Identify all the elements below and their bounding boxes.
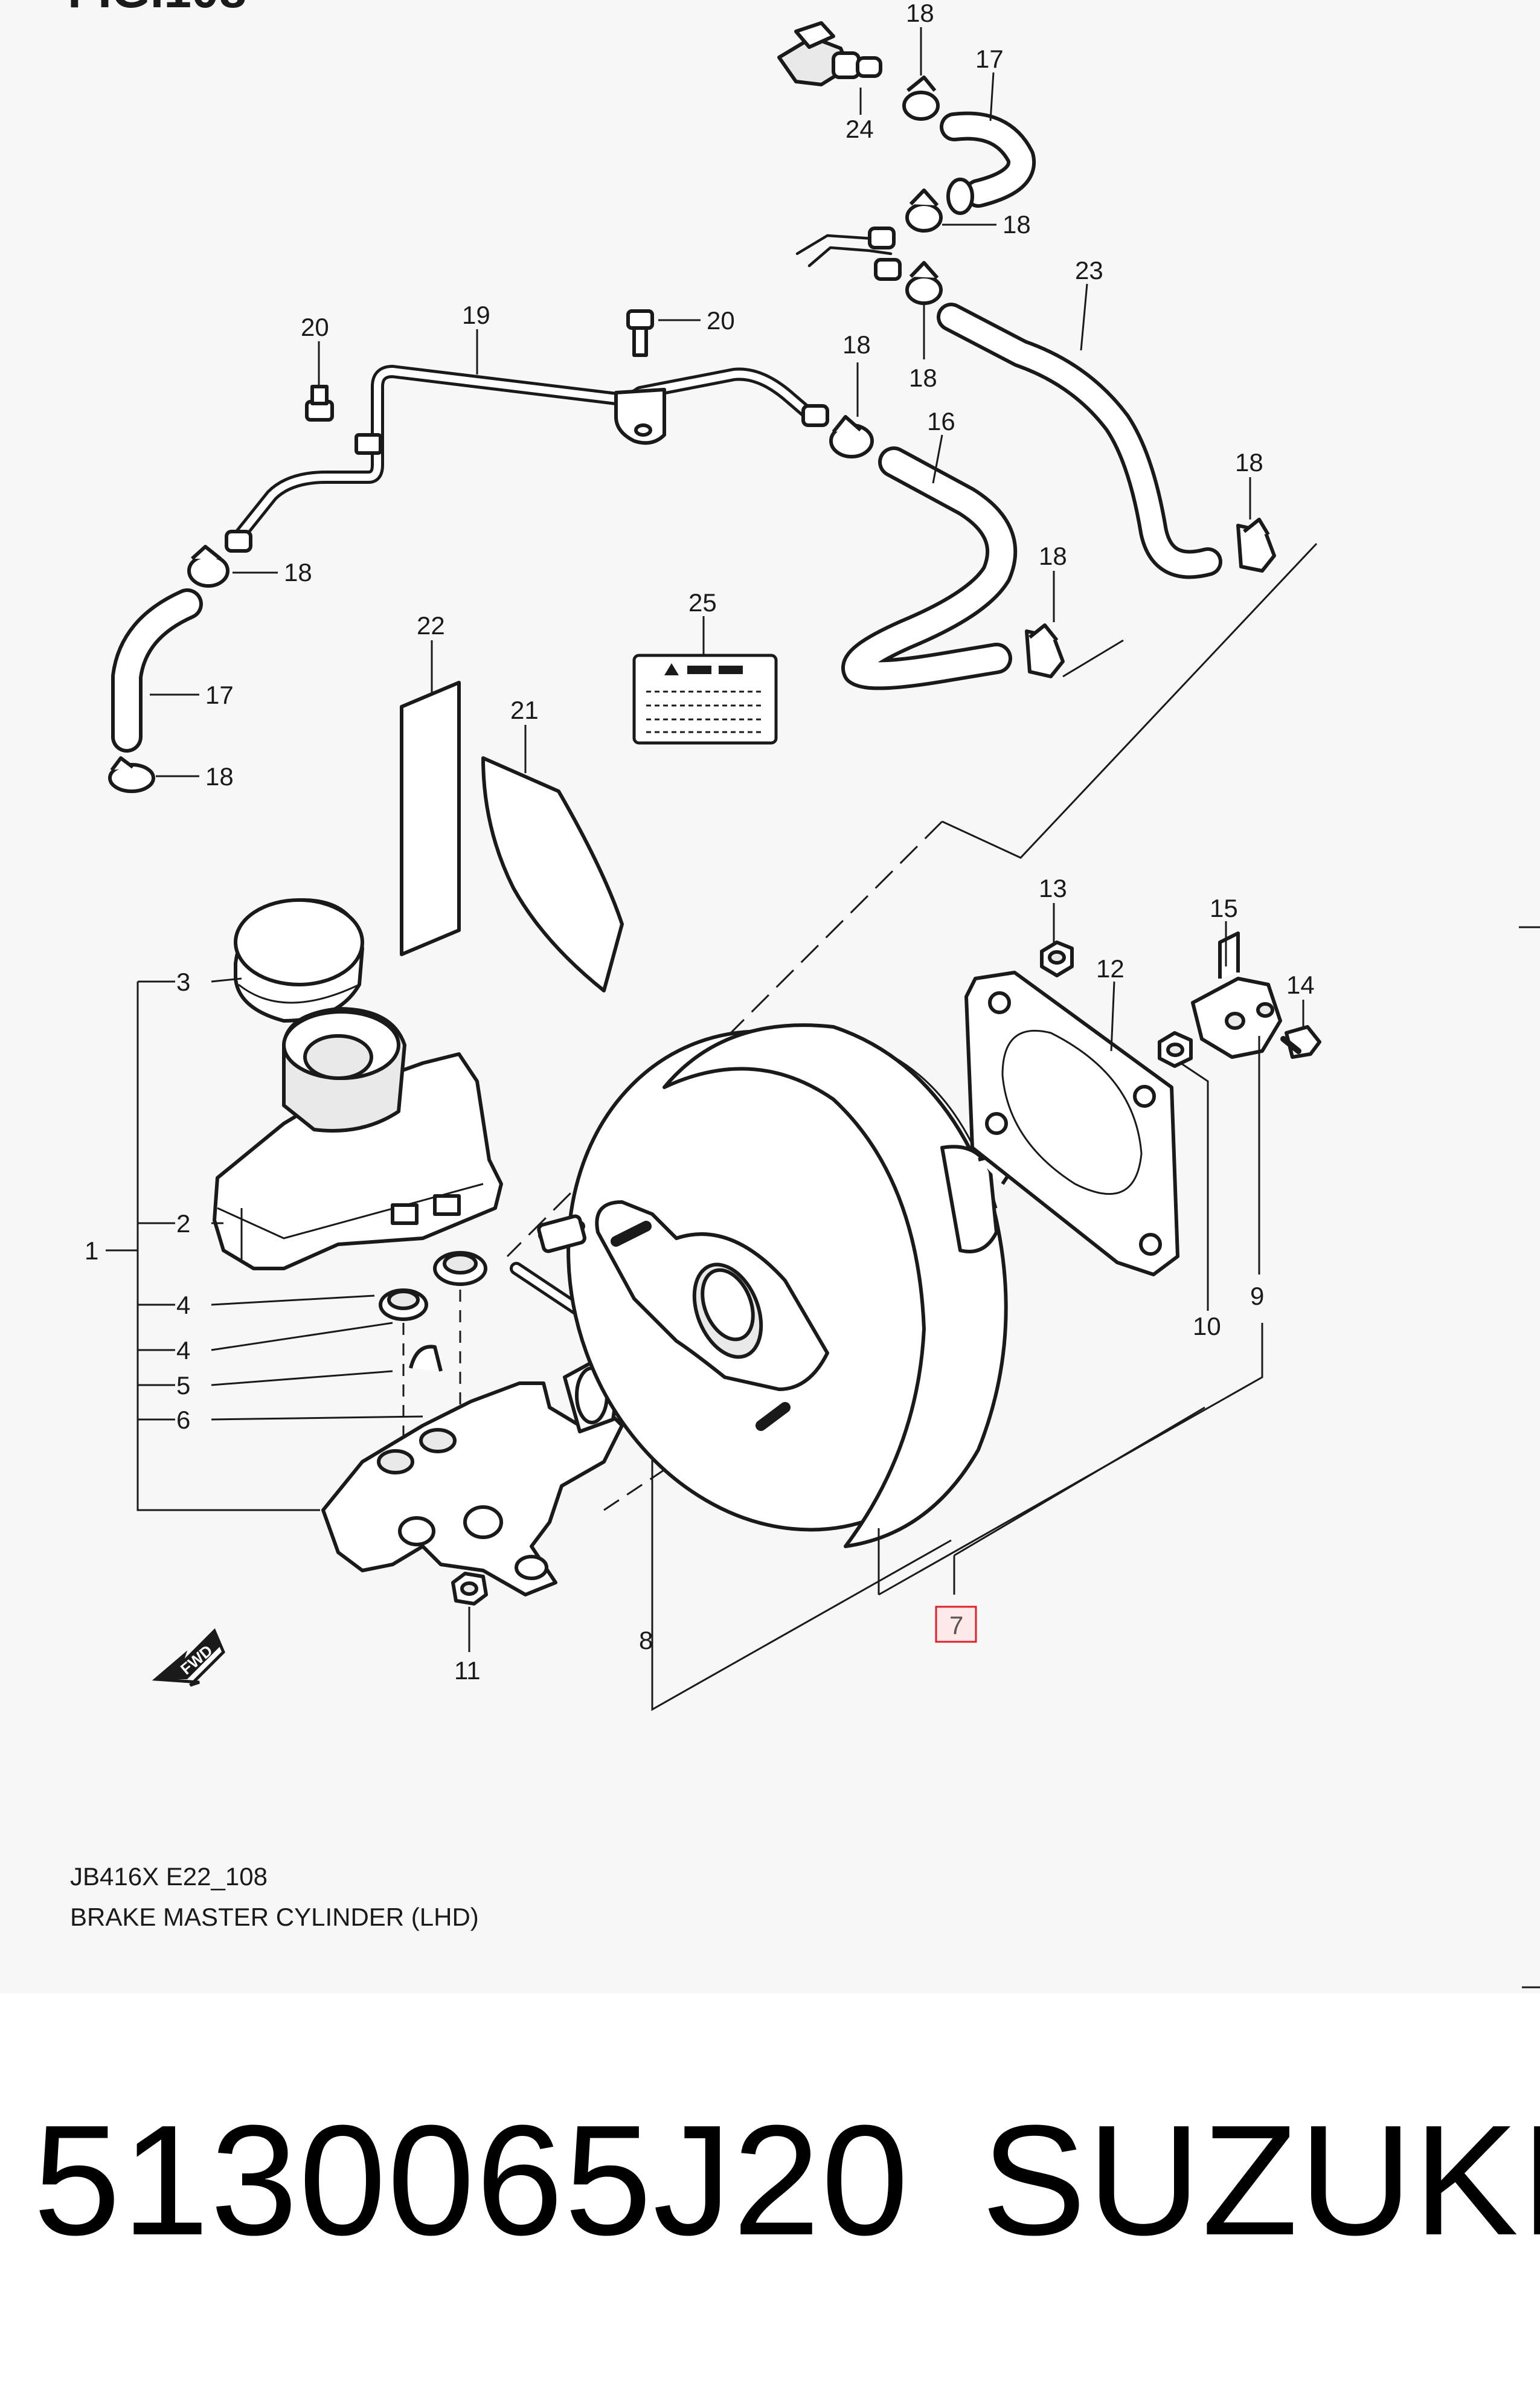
callout-17-top: 17 [975,45,1004,73]
callout-18-bottom-left: 18 [205,762,234,791]
callout-21: 21 [510,696,539,724]
callout-4-upper: 4 [176,1291,190,1319]
clamp-18-right [1236,518,1276,573]
callout-7-highlight-box[interactable] [935,1606,977,1643]
part-info-band [0,1993,1540,2392]
callout-7: 7 [949,1611,963,1639]
parts-diagram: FIG.108 24 18 17 18 18 23 18 [68,0,1540,1989]
reservoir-cap-3 [234,898,364,1023]
callout-24: 24 [845,115,874,143]
connector-24 [777,21,882,86]
callout-13: 13 [1039,874,1067,902]
callout-15: 15 [1210,894,1238,922]
callout-11: 11 [454,1656,481,1685]
bracket-15 [1191,931,1282,1059]
master-cylinder-6 [321,1345,624,1596]
callout-10: 10 [1193,1312,1221,1340]
diagram-title: BRAKE MASTER CYLINDER (LHD) [70,1903,479,1931]
callout-2: 2 [176,1209,190,1238]
callout-17-left: 17 [205,681,234,709]
callout-18-c: 18 [909,364,937,392]
brand-name: SUZUKI [981,2093,1540,2268]
gasket-sheet-22 [400,681,461,956]
diagram-code: JB416X E22_108 [70,1862,268,1891]
callout-23: 23 [1075,256,1103,285]
nut-13 [1040,940,1074,977]
callout-18-b: 18 [1003,210,1031,239]
clamp-18-b [905,202,943,233]
diagram-panel: FIG.108 24 18 17 18 18 23 18 [68,0,1540,1989]
grommet-4-b [433,1251,487,1286]
callout-20-left: 20 [301,313,329,341]
part-number: 5130065J20 [33,2093,910,2268]
grommet-4-a [379,1288,428,1321]
clamp-18-c [905,275,943,305]
clamp-18-top [902,76,940,121]
callout-19: 19 [462,301,490,329]
caution-label-25 [632,654,778,745]
warning-icon [664,663,679,675]
callout-14: 14 [1286,971,1315,999]
clamp-18-left [187,554,229,588]
callout-4-lower: 4 [176,1336,190,1365]
callout-9: 9 [1250,1282,1264,1310]
callout-12: 12 [1096,954,1125,983]
fwd-arrow-icon: FWD [152,1628,225,1687]
nut-10 [1158,1031,1193,1068]
nut-11 [451,1572,488,1606]
callout-20-center: 20 [707,306,735,335]
clevis-pin-14 [1280,1025,1321,1059]
figure-header: FIG.108 [68,0,246,18]
callout-25: 25 [688,588,717,617]
brake-booster-7 [537,1023,1024,1548]
callout-5: 5 [176,1371,190,1400]
callout-1: 1 [85,1236,98,1265]
reservoir-2 [213,1007,503,1270]
gasket-12 [964,971,1179,1276]
callout-18-d: 18 [842,330,871,359]
callout-16: 16 [927,407,955,436]
callout-18-top: 18 [906,0,934,27]
bolt-20-left [305,385,334,422]
insulator-sheet-21 [481,756,624,992]
bolt-20-center [626,309,654,357]
callout-22: 22 [417,611,445,640]
callout-3: 3 [176,968,190,996]
clamp-18-e [1025,623,1065,678]
callout-18-right: 18 [1235,448,1263,477]
callout-6: 6 [176,1406,190,1434]
callout-18-e: 18 [1039,542,1067,570]
callout-18-left: 18 [284,558,312,587]
callout-8: 8 [639,1626,653,1654]
